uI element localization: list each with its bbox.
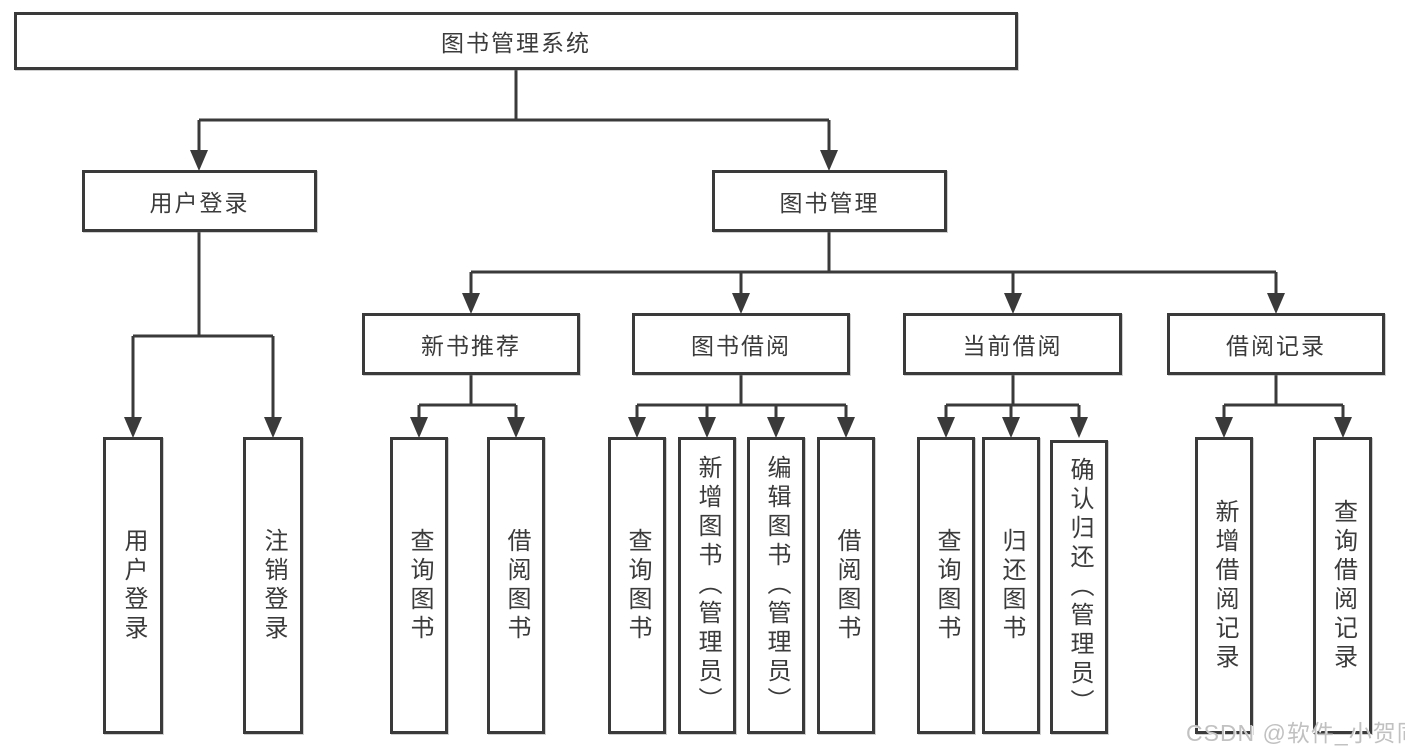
leaf-query-books-1-label: 查询图书: [406, 527, 433, 644]
connector-current-borrow: [944, 375, 1081, 421]
node-new-book-recommend: 新书推荐: [362, 313, 580, 375]
arrow-down-icon: [1267, 293, 1285, 314]
leaf-confirm-return-admin-label: 确认归还（管理员）: [1066, 456, 1093, 718]
arrow-down-icon: [837, 417, 855, 438]
connector-root: [197, 70, 831, 152]
watermark: CSDN @软件_小贺同学: [1186, 720, 1405, 746]
leaf-user-login-label: 用户登录: [120, 527, 147, 644]
leaf-user-login: 用户登录: [103, 437, 163, 734]
node-borrow-records: 借阅记录: [1167, 313, 1385, 375]
leaf-add-borrow-record: 新增借阅记录: [1195, 437, 1253, 734]
arrow-down-icon: [1215, 417, 1233, 438]
leaf-query-borrow-record: 查询借阅记录: [1313, 437, 1372, 734]
arrow-down-icon: [1070, 417, 1088, 438]
leaf-add-borrow-record-label: 新增借阅记录: [1211, 498, 1238, 673]
node-current-borrow-label: 当前借阅: [962, 333, 1063, 359]
connector-book-borrow: [635, 375, 848, 421]
leaf-query-borrow-record-label: 查询借阅记录: [1329, 498, 1357, 673]
node-book-management: 图书管理: [712, 170, 947, 232]
leaf-borrow-books-2: 借阅图书: [817, 437, 875, 734]
leaf-logout: 注销登录: [243, 437, 303, 734]
leaf-query-books-2: 查询图书: [608, 437, 666, 734]
node-user-login-label: 用户登录: [149, 190, 250, 216]
leaf-edit-books-admin: 编辑图书（管理员）: [747, 437, 805, 734]
leaf-add-books-admin-label: 新增图书（管理员）: [694, 455, 721, 716]
connector-book-management: [469, 232, 1278, 296]
arrow-down-icon: [462, 293, 480, 314]
node-user-login: 用户登录: [82, 170, 317, 232]
arrow-down-icon: [124, 417, 142, 438]
arrow-down-icon: [628, 417, 646, 438]
leaf-query-books-3-label: 查询图书: [933, 527, 960, 644]
leaf-edit-books-admin-label: 编辑图书（管理员）: [763, 455, 790, 716]
node-borrow-records-label: 借阅记录: [1226, 333, 1326, 359]
arrow-down-icon: [732, 293, 750, 314]
leaf-borrow-books-2-label: 借阅图书: [833, 527, 860, 644]
arrow-down-icon: [820, 150, 838, 171]
arrow-down-icon: [410, 417, 428, 438]
node-current-borrow: 当前借阅: [903, 313, 1122, 375]
arrow-down-icon: [264, 417, 282, 438]
node-book-borrow-label: 图书借阅: [691, 333, 791, 359]
leaf-query-books-3: 查询图书: [917, 437, 975, 734]
arrow-down-icon: [937, 417, 955, 438]
arrow-down-icon: [1004, 293, 1022, 314]
arrow-down-icon: [1334, 417, 1352, 438]
arrow-down-icon: [190, 150, 208, 171]
node-book-borrow: 图书借阅: [632, 313, 850, 375]
connector-new-book-recommend: [417, 375, 518, 421]
arrow-down-icon: [767, 417, 785, 438]
arrowheads: [124, 150, 1352, 438]
leaf-logout-label: 注销登录: [260, 527, 287, 644]
node-new-book-recommend-label: 新书推荐: [421, 333, 521, 359]
leaf-borrow-books-1: 借阅图书: [487, 437, 545, 734]
leaf-query-books-1: 查询图书: [390, 437, 448, 734]
connector-user-login: [131, 232, 275, 419]
node-root: 图书管理系统: [14, 12, 1018, 70]
arrow-down-icon: [1002, 417, 1020, 438]
leaf-add-books-admin: 新增图书（管理员）: [678, 437, 736, 734]
leaf-query-books-2-label: 查询图书: [624, 527, 651, 644]
arrow-down-icon: [507, 417, 525, 438]
connector-borrow-records: [1222, 375, 1345, 421]
leaf-confirm-return-admin: 确认归还（管理员）: [1050, 440, 1108, 734]
leaf-return-books-label: 归还图书: [998, 527, 1025, 644]
node-book-management-label: 图书管理: [779, 190, 880, 216]
arrow-down-icon: [698, 417, 716, 438]
leaf-return-books: 归还图书: [982, 437, 1040, 734]
leaf-borrow-books-1-label: 借阅图书: [503, 527, 530, 644]
node-root-label: 图书管理系统: [441, 30, 591, 56]
